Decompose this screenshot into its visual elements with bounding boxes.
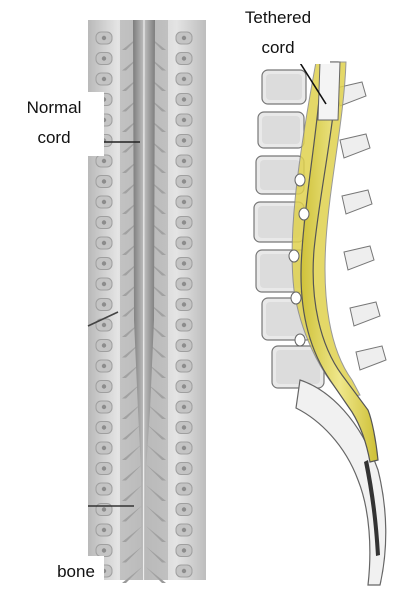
vertebral-body-core bbox=[262, 116, 300, 144]
foramen-hole bbox=[291, 292, 301, 304]
vertebral-body-core bbox=[266, 74, 302, 100]
normal-label-line2: cord bbox=[18, 126, 90, 150]
foramen-hole bbox=[289, 250, 299, 262]
normal-label-line1: Normal bbox=[18, 96, 90, 120]
tethered-label-line2: cord bbox=[228, 36, 328, 60]
vertebral-body-core bbox=[276, 350, 320, 384]
tethered-label-line1: Tethered bbox=[228, 6, 328, 30]
foramen-hole bbox=[299, 208, 309, 220]
normal-cord-label: Normal cord bbox=[18, 96, 90, 150]
upper-cord-segment bbox=[318, 62, 340, 120]
foramen-hole bbox=[295, 334, 305, 346]
foramen-hole bbox=[295, 174, 305, 186]
spinous-process bbox=[340, 134, 370, 158]
spinous-process bbox=[344, 246, 374, 270]
tethered-cord-label: Tethered cord bbox=[228, 6, 328, 60]
spinous-process bbox=[342, 190, 372, 214]
bone-label: bone bbox=[48, 560, 104, 584]
sacrum-coccyx bbox=[296, 380, 386, 585]
spinous-process bbox=[350, 302, 380, 326]
spinous-process bbox=[356, 346, 386, 370]
vertebral-body-core bbox=[260, 160, 300, 190]
